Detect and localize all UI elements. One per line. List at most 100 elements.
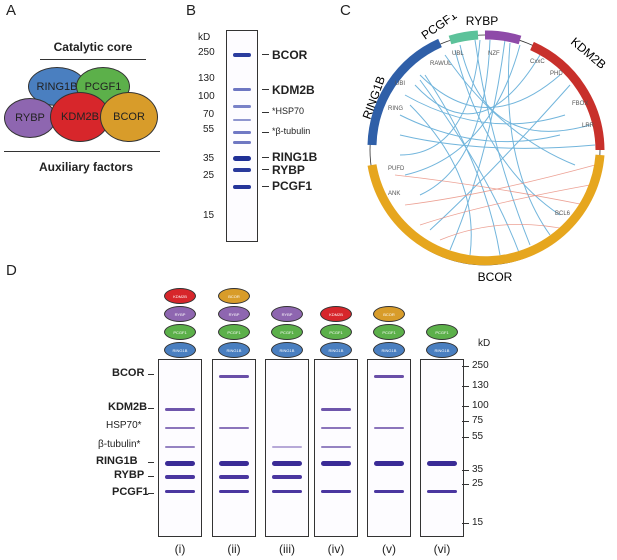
panel-b: kD 250 130 100 70 55 35 25 15 BCOR KDM2B… <box>186 20 336 250</box>
arc-ring1b <box>367 38 442 146</box>
lane-id: (i) <box>174 542 186 556</box>
gel-lane <box>158 359 202 537</box>
oval-label: RING1B <box>36 80 78 93</box>
row-label-pcgf1: PCGF1 <box>112 486 149 498</box>
kd-unit-label: kD <box>198 32 211 43</box>
oval-bcor: BCOR <box>100 92 158 142</box>
domain-label: BCL6 <box>555 211 571 217</box>
lane-icon-rybp: RYBP <box>218 306 250 322</box>
marker-label: 250 <box>472 360 489 371</box>
tick <box>148 476 154 477</box>
gel-band <box>272 490 302 493</box>
gel-band <box>321 490 351 493</box>
lane-icon-pcgf1: PCGF1 <box>320 324 352 340</box>
panel-letter-c: C <box>340 2 351 19</box>
domain-label: ANK <box>388 191 400 197</box>
lane-id: (v) <box>382 542 396 556</box>
auxiliary-divider <box>4 151 160 152</box>
row-label-bcor: BCOR <box>112 367 145 379</box>
marker-tick <box>462 523 469 524</box>
gel-lane <box>212 359 256 537</box>
band-ring1b <box>233 156 251 161</box>
lane-icon-ring1b: RING1B <box>426 342 458 358</box>
domain-label: RAWUL <box>430 61 452 67</box>
marker-70: 70 <box>203 109 215 120</box>
band-kdm2b <box>233 88 251 91</box>
arc-kdm2b <box>530 41 605 151</box>
gel-band <box>165 475 195 479</box>
gel-band <box>427 490 457 493</box>
lane-id: (iv) <box>327 542 345 556</box>
gel-band <box>165 408 195 411</box>
gel-band <box>374 461 404 466</box>
oval-label: KDM2B <box>61 111 99 123</box>
gel-band <box>272 446 302 448</box>
marker-35: 35 <box>203 153 215 164</box>
oval-label: RYBP <box>15 112 45 124</box>
gel-band <box>321 427 351 429</box>
marker-tick <box>462 470 469 471</box>
marker-label: 25 <box>472 478 484 489</box>
lane-icon-ring1b: RING1B <box>164 342 196 358</box>
protein-label-rybp: RYBP <box>466 15 498 28</box>
gel-band <box>219 490 249 493</box>
protein-label-kdm2b: KDM2B <box>568 35 609 72</box>
gel-b <box>226 30 258 242</box>
intra-links <box>394 164 596 241</box>
domain-label: PHD <box>550 71 563 77</box>
lane-icon-pcgf1: PCGF1 <box>164 324 196 340</box>
lane-icon-rybp: RYBP <box>271 306 303 322</box>
oval-label: BCOR <box>113 111 145 123</box>
auxiliary-factors-label: Auxiliary factors <box>38 160 134 174</box>
band-extra <box>233 141 251 144</box>
arc-rybp <box>484 30 522 45</box>
marker-tick <box>462 437 469 438</box>
lane-icon-pcgf1: PCGF1 <box>373 324 405 340</box>
gel-band <box>165 461 195 466</box>
lane-icon-bcor: BCOR <box>218 288 250 304</box>
circos-plot: RYBP PCGF1 KDM2B RING1B BCOR UBL RAWUL N… <box>360 8 609 284</box>
marker-100: 100 <box>198 91 215 102</box>
row-label-kdm2b: KDM2B <box>108 401 148 413</box>
tick <box>148 493 154 494</box>
gel-band <box>321 446 351 448</box>
gel-band <box>219 375 249 378</box>
domain-label: FBOX <box>572 101 588 107</box>
marker-15: 15 <box>203 210 215 221</box>
gel-band <box>272 475 302 479</box>
gel-band <box>374 490 404 493</box>
domain-label: NZF <box>488 51 500 57</box>
tick <box>262 132 269 133</box>
lane-icon-pcgf1: PCGF1 <box>218 324 250 340</box>
gel-band <box>374 375 404 378</box>
lane-id: (ii) <box>227 542 241 556</box>
gel-band <box>427 461 457 466</box>
lane-id: (iii) <box>279 542 295 556</box>
oval-rybp: RYBP <box>4 98 56 138</box>
gel-band <box>374 427 404 429</box>
marker-label: 75 <box>472 415 484 426</box>
arc-bcor <box>367 154 605 266</box>
domain-label: LRR <box>582 123 595 129</box>
band-label-pcgf1: PCGF1 <box>272 179 313 193</box>
band-label-ring1b: RING1B <box>272 150 318 164</box>
marker-tick <box>462 406 469 407</box>
band-label-rybp: RYBP <box>272 163 305 177</box>
row-label-hsp70: HSP70* <box>106 420 142 431</box>
band-bcor <box>233 53 251 57</box>
lane-icon-ring1b: RING1B <box>373 342 405 358</box>
tick <box>262 169 269 170</box>
gel-lane <box>367 359 411 537</box>
marker-tick <box>462 421 469 422</box>
protein-label-bcor: BCOR <box>478 270 513 284</box>
gel-lane <box>420 359 464 537</box>
tick <box>262 157 269 158</box>
gel-band <box>321 408 351 411</box>
gel-lane <box>314 359 358 537</box>
oval-label: PCGF1 <box>84 80 122 93</box>
lane-icon-pcgf1: PCGF1 <box>426 324 458 340</box>
domain-label: RING <box>388 106 403 112</box>
band-tubulin <box>233 131 251 134</box>
marker-250: 250 <box>198 47 215 58</box>
panel-c: RYBP PCGF1 KDM2B RING1B BCOR UBL RAWUL N… <box>360 8 617 285</box>
